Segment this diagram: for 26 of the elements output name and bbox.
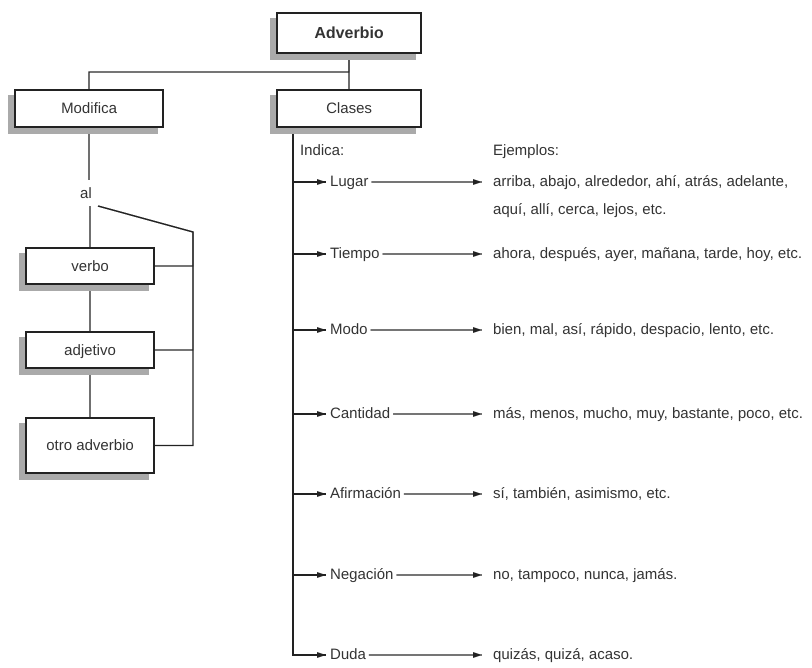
category-label: Duda	[330, 641, 366, 668]
column-heading: Ejemplos:	[493, 141, 559, 161]
example-text: sí, también, asimismo, etc.	[482, 480, 810, 508]
example-text: no, tampoco, nunca, jamás.	[482, 561, 810, 589]
example-text: quizás, quizá, acaso.	[482, 641, 810, 668]
arrow	[368, 652, 482, 658]
arrow	[404, 491, 482, 497]
arrow	[393, 411, 482, 417]
category-label: Modo	[330, 316, 368, 344]
category-label: Lugar	[330, 168, 368, 196]
category-label: Cantidad	[330, 400, 390, 428]
arrow	[382, 251, 482, 257]
example-text: más, menos, mucho, muy, bastante, poco, etc.	[482, 400, 810, 428]
example-text: arriba, abajo, alrededor, ahí, atrás, adelante, aquí, allí, cerca, lejos, etc.	[482, 168, 810, 224]
category-label: Afirmación	[330, 480, 401, 508]
arrow	[371, 179, 482, 185]
column-heading: Indica:	[300, 141, 344, 161]
arrow	[370, 327, 482, 333]
category-label: Negación	[330, 561, 394, 589]
example-text: ahora, después, ayer, mañana, tarde, hoy, etc.	[482, 240, 810, 268]
category-label: Tiempo	[330, 240, 380, 268]
connector-word: al	[80, 180, 100, 206]
connector-line	[98, 205, 194, 446]
example-text: bien, mal, así, rápido, despacio, lento, etc.	[482, 316, 810, 344]
arrow	[396, 572, 482, 578]
connector-line	[89, 206, 91, 247]
